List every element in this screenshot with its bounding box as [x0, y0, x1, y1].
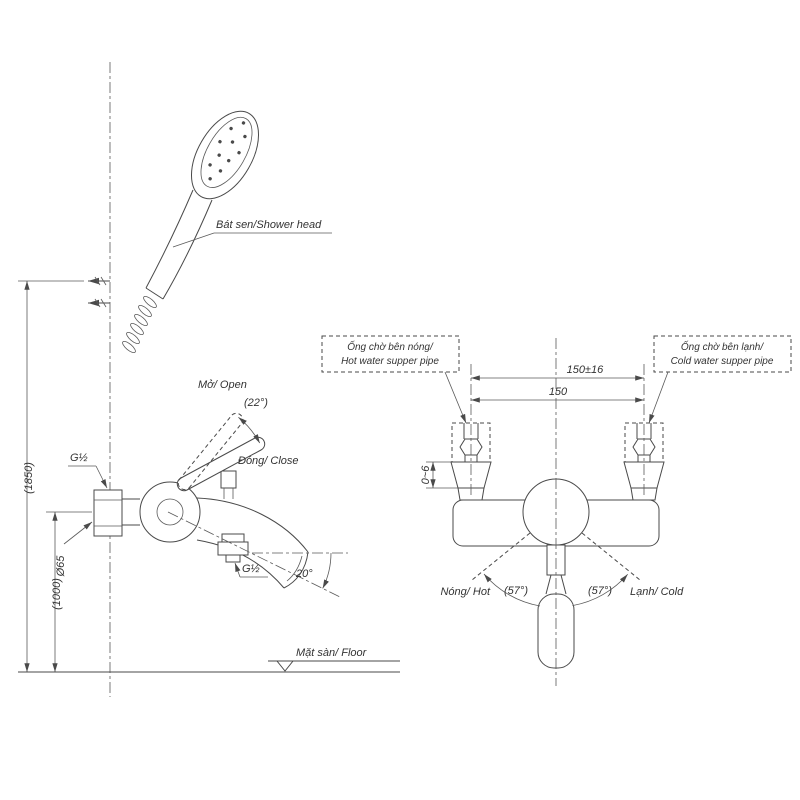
- center-distance-dim: 150: [549, 386, 568, 398]
- front-view: Ống chờ bên nóng/ Hot water supper pipe …: [321, 335, 792, 686]
- floor-level-symbol: [275, 660, 295, 672]
- cold-pipe-callout: Ống chờ bên lạnh/ Cold water supper pipe: [648, 335, 792, 424]
- mixer-body-circle: [139, 481, 201, 543]
- spout-thread-callout: G½: [234, 562, 268, 578]
- center-distance-tolerance-dim: 150±16: [567, 364, 605, 376]
- open-angle-arc: [238, 416, 261, 444]
- shower-handle-edge: [145, 189, 194, 289]
- wall-thread-label: G½: [70, 452, 88, 464]
- mixer-height-dim: (1000): [51, 578, 63, 610]
- cold-pipe-label-en: Cold water supper pipe: [671, 356, 774, 367]
- dimension-total-height: (1850): [18, 280, 84, 672]
- mixer-body-inner-circle: [156, 498, 184, 526]
- wall-flange: [93, 489, 140, 537]
- spout-thread-label: G½: [242, 563, 260, 575]
- wall-hooks: [88, 276, 110, 308]
- cold-swing-arc: [572, 574, 629, 606]
- shower-hose: [122, 295, 157, 354]
- mixer-side-view: [93, 412, 348, 598]
- diverter-knob: [220, 470, 237, 499]
- flange-diameter-label: Ø65: [55, 555, 67, 578]
- spout-angle-arc: [322, 552, 332, 589]
- open-angle-label: (22°): [244, 397, 268, 409]
- close-label: Đóng/ Close: [238, 455, 299, 467]
- cold-swing-angle-label: (57°): [588, 585, 612, 597]
- wall-gap-dim: 0~6: [420, 465, 432, 485]
- handle-swing-indicators: [471, 532, 641, 607]
- hot-pipe-label-vi: Ống chờ bên nóng/: [347, 340, 434, 353]
- hot-swing-arc: [483, 573, 541, 607]
- cold-pipe-label-vi: Ống chờ bên lạnh/: [681, 340, 764, 353]
- dimension-mixer-height: (1000): [46, 511, 92, 672]
- wall-thread-callout: G½: [68, 452, 108, 489]
- shower-head-callout: Bát sen/Shower head: [172, 219, 332, 248]
- swing-line-cold: [581, 532, 641, 581]
- flange-diameter-callout: Ø65: [55, 521, 93, 578]
- shower-head: [145, 110, 260, 300]
- total-height-dim: (1850): [23, 462, 35, 494]
- floor-label: Mặt sàn/ Floor: [296, 647, 368, 659]
- swing-line-hot: [471, 532, 531, 581]
- hot-label: Nóng/ Hot: [440, 586, 490, 598]
- shower-head-label: Bát sen/Shower head: [216, 219, 322, 231]
- hot-pipe-callout: Ống chờ bên nóng/ Hot water supper pipe: [321, 335, 467, 424]
- open-label: Mở/ Open: [198, 379, 247, 391]
- left-side-view: Bát sen/Shower head (1850) (1000): [18, 62, 400, 697]
- hot-swing-angle-label: (57°): [504, 585, 528, 597]
- spout-angle-label: 20°: [295, 568, 313, 580]
- bath-spout: [196, 497, 309, 589]
- dimension-center-distance-tolerance: 150±16: [471, 364, 644, 381]
- cold-label: Lạnh/ Cold: [630, 586, 684, 598]
- hot-pipe-label-en: Hot water supper pipe: [341, 356, 439, 367]
- spout-bottom-fitting: [217, 533, 249, 563]
- spout-axis-centerline: [167, 511, 341, 598]
- dimension-center-distance: 150: [471, 386, 644, 403]
- dimension-wall-gap: 0~6: [420, 461, 458, 489]
- shower-handle-edge: [162, 199, 213, 300]
- floor: Mặt sàn/ Floor: [18, 647, 400, 673]
